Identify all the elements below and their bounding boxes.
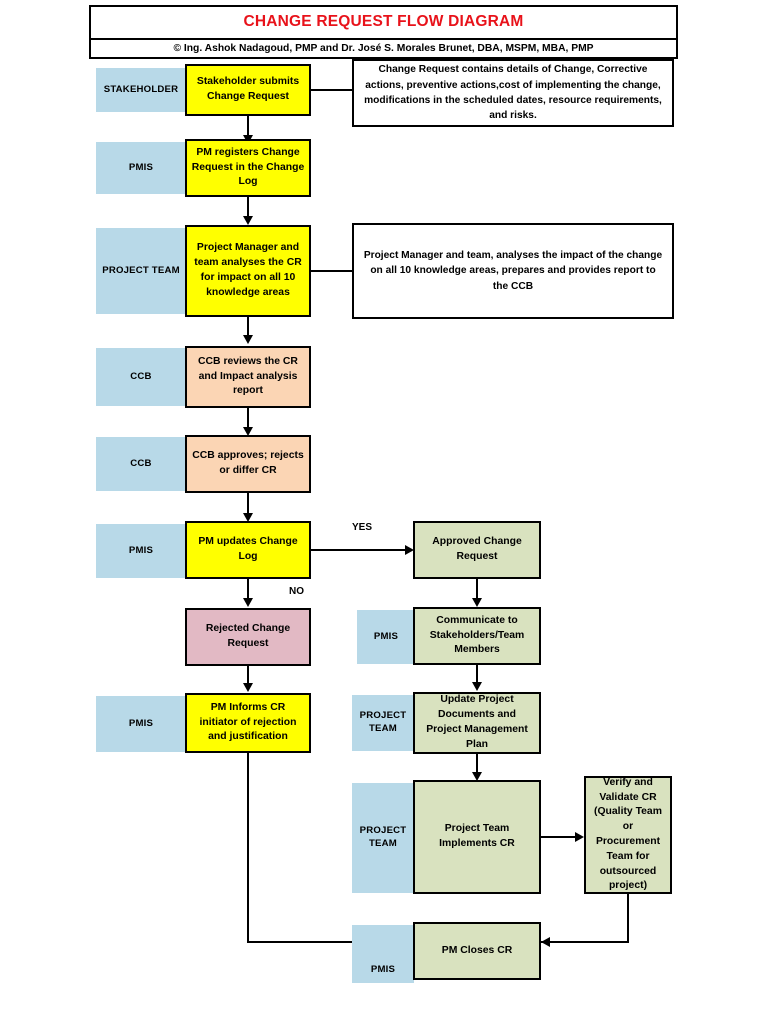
- arrowhead-down-no: [243, 598, 253, 607]
- edge-pm-informs-to-pm-closes-horizontal: [247, 941, 413, 943]
- edge-implements-to-verify: [541, 836, 579, 838]
- node-pm-team-analyses-cr[interactable]: Project Manager and team analyses the CR…: [185, 225, 311, 317]
- edge-yes-to-approved: [311, 549, 409, 551]
- note-change-request-contents: Change Request contains details of Chang…: [352, 59, 674, 127]
- page-title: CHANGE REQUEST FLOW DIAGRAM: [91, 7, 676, 40]
- edge-label-yes: YES: [352, 522, 373, 533]
- edge-update-docs-to-implements: [476, 754, 478, 778]
- lane-ccb-approve: CCB: [96, 437, 186, 491]
- edge-no-to-rejected: [247, 579, 249, 604]
- lane-project-team-update-docs: PROJECT TEAM: [352, 695, 414, 751]
- lane-stakeholder: STAKEHOLDER: [96, 68, 186, 112]
- node-approved-change-request[interactable]: Approved Change Request: [413, 521, 541, 579]
- node-ccb-approves-rejects[interactable]: CCB approves; rejects or differ CR: [185, 435, 311, 493]
- arrowhead-down-6: [472, 598, 482, 607]
- edge-submits-to-note: [311, 89, 352, 91]
- node-ccb-reviews-cr[interactable]: CCB reviews the CR and Impact analysis r…: [185, 346, 311, 408]
- arrowhead-down-5: [243, 513, 253, 522]
- node-project-team-implements-cr[interactable]: Project Team Implements CR: [413, 780, 541, 894]
- lane-pmis-close: PMIS: [352, 925, 414, 983]
- arrowhead-down-7: [243, 683, 253, 692]
- copyright-line: © Ing. Ashok Nadagoud, PMP and Dr. José …: [173, 43, 594, 54]
- node-pm-updates-change-log[interactable]: PM updates Change Log: [185, 521, 311, 579]
- node-pm-registers-change-request[interactable]: PM registers Change Request in the Chang…: [185, 139, 311, 197]
- node-pm-informs-initiator[interactable]: PM Informs CR initiator of rejection and…: [185, 693, 311, 753]
- edge-ccb-review-to-ccb-approve: [247, 408, 249, 432]
- arrowhead-down-2: [243, 216, 253, 225]
- lane-project-team-analyse: PROJECT TEAM: [96, 228, 186, 314]
- node-verify-validate-cr[interactable]: Verify and Validate CR (Quality Team or …: [584, 776, 672, 894]
- lane-pmis-register: PMIS: [96, 142, 186, 194]
- edge-rejected-to-pm-informs: [247, 666, 249, 689]
- edge-registers-to-analyses: [247, 197, 249, 221]
- edge-submits-to-registers: [247, 116, 249, 140]
- diagram-header: CHANGE REQUEST FLOW DIAGRAM © Ing. Ashok…: [89, 5, 678, 59]
- arrowhead-right-yes: [405, 545, 414, 555]
- node-rejected-change-request[interactable]: Rejected Change Request: [185, 608, 311, 666]
- node-stakeholder-submits[interactable]: Stakeholder submits Change Request: [185, 64, 311, 116]
- lane-project-team-implements: PROJECT TEAM: [352, 783, 414, 893]
- node-pm-closes-cr[interactable]: PM Closes CR: [413, 922, 541, 980]
- edge-verify-to-pm-closes-horizontal: [541, 941, 629, 943]
- lane-pmis-inform: PMIS: [96, 696, 186, 752]
- edge-verify-to-pm-closes-vertical: [627, 894, 629, 942]
- lane-pmis-communicate: PMIS: [357, 610, 415, 664]
- arrowhead-down-8: [472, 682, 482, 691]
- note-impact-analysis: Project Manager and team, analyses the i…: [352, 223, 674, 319]
- edge-pm-informs-to-pm-closes-vertical: [247, 753, 249, 942]
- arrowhead-down-4: [243, 427, 253, 436]
- edge-ccb-approve-to-update-log: [247, 493, 249, 519]
- edge-label-no: NO: [289, 586, 304, 597]
- edge-communicate-to-update-docs: [476, 665, 478, 688]
- node-update-project-documents[interactable]: Update Project Documents and Project Man…: [413, 692, 541, 754]
- edge-analyses-to-note: [311, 270, 352, 272]
- arrowhead-left-into-pm-closes-right: [541, 937, 550, 947]
- lane-pmis-update-log: PMIS: [96, 524, 186, 578]
- lane-pmis-close-label: PMIS: [370, 964, 396, 976]
- node-communicate-stakeholders[interactable]: Communicate to Stakeholders/Team Members: [413, 607, 541, 665]
- edge-approved-to-communicate: [476, 579, 478, 604]
- arrowhead-down-3: [243, 335, 253, 344]
- edge-analyses-to-ccb-review: [247, 317, 249, 340]
- lane-ccb-review: CCB: [96, 348, 186, 406]
- arrowhead-right-verify: [575, 832, 584, 842]
- arrowhead-down-9: [472, 772, 482, 781]
